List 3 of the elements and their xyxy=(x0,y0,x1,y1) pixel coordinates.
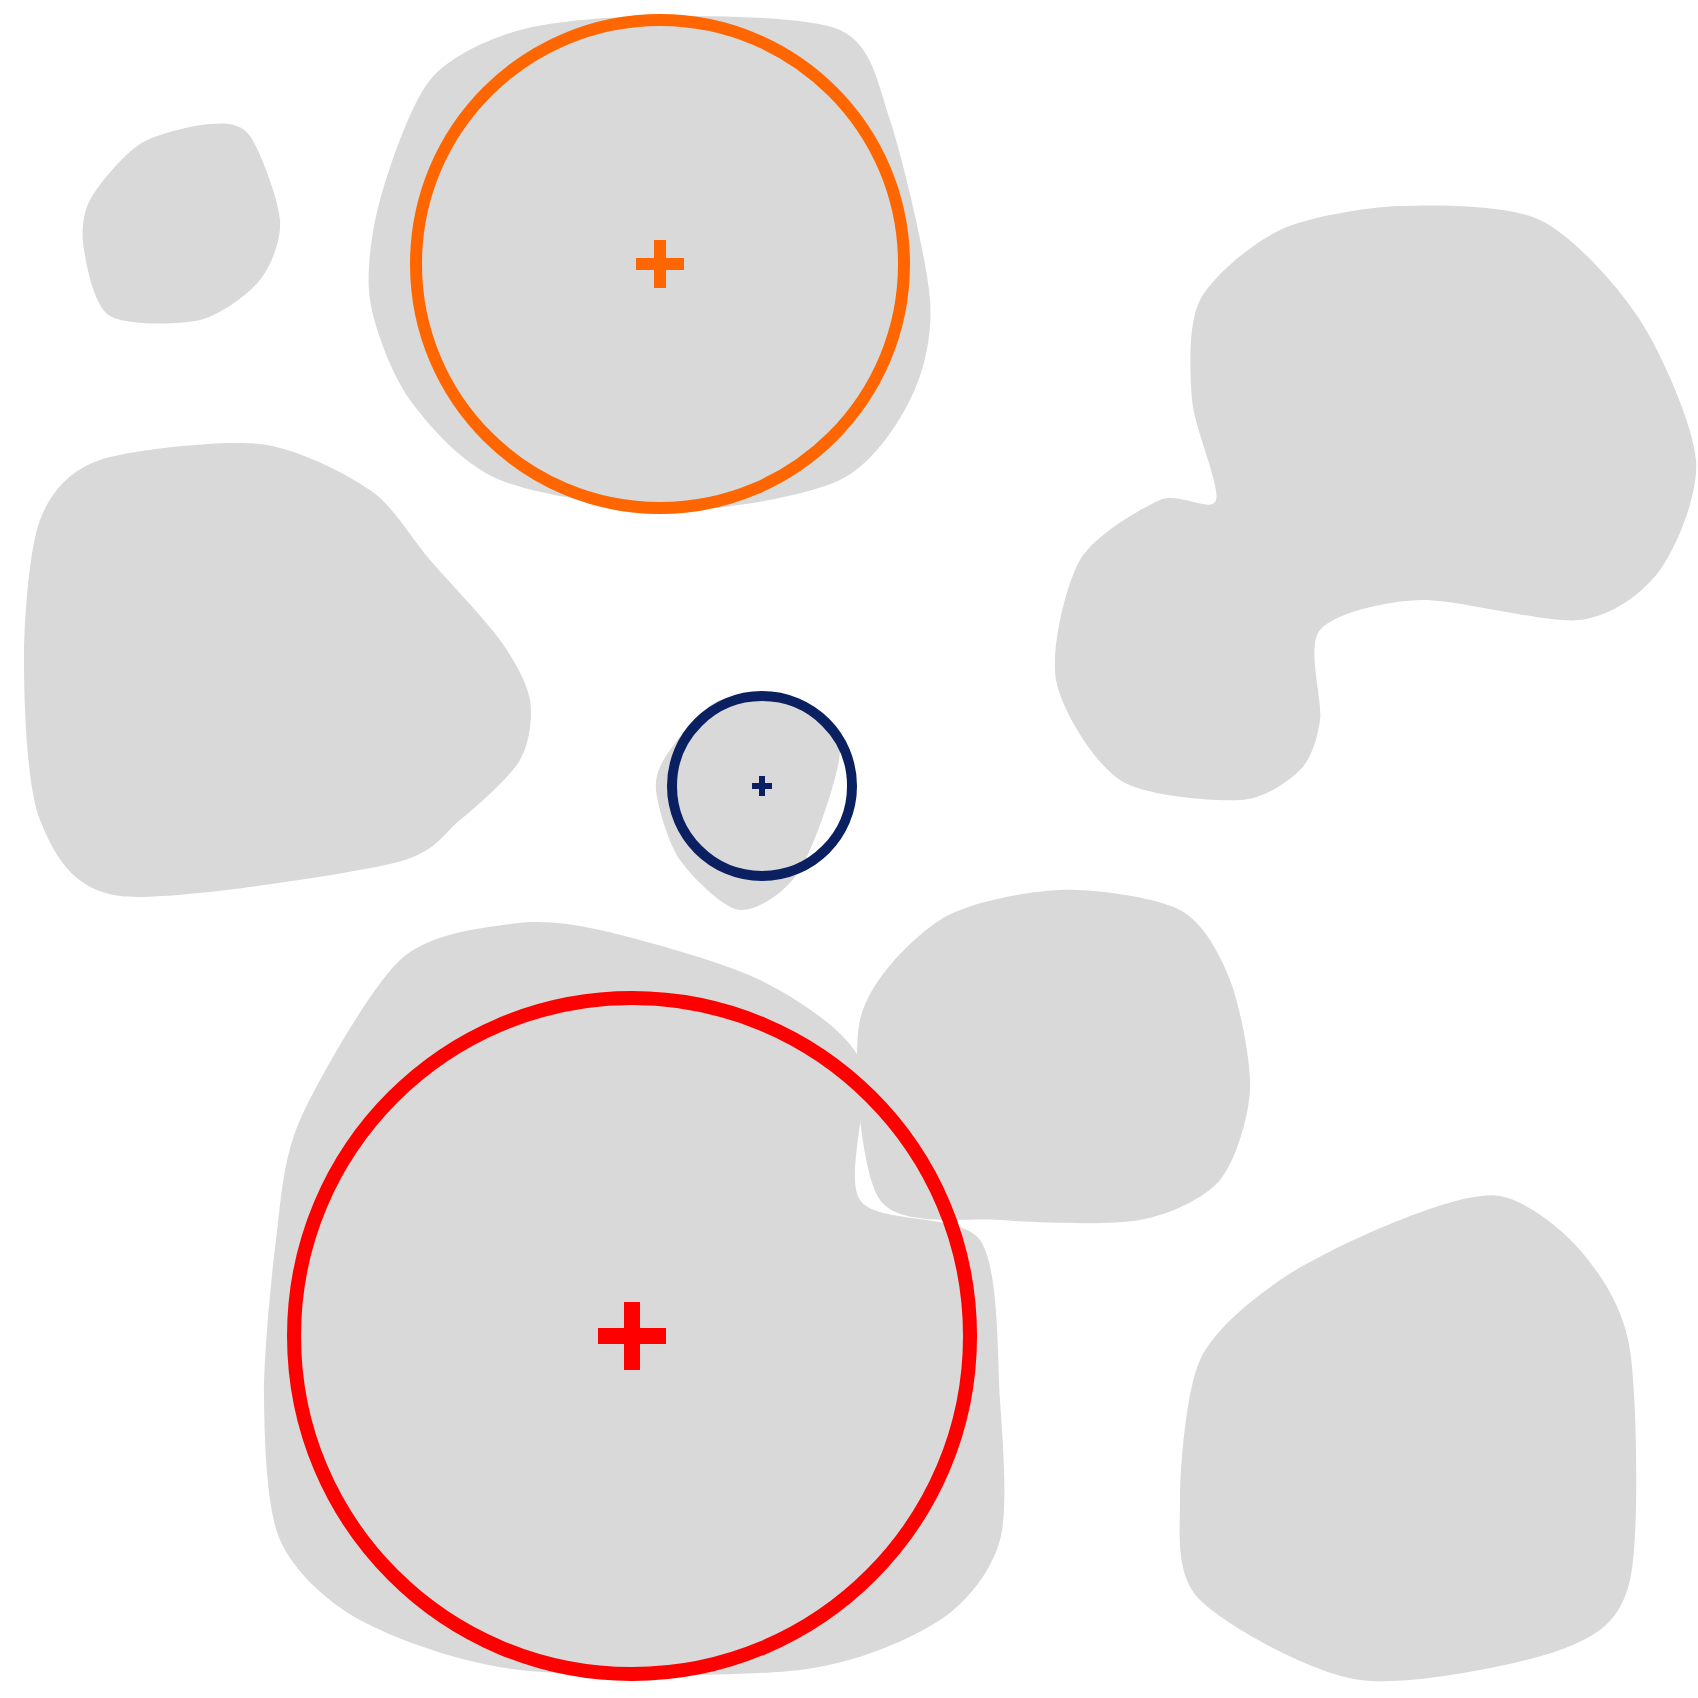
target-circle xyxy=(410,14,910,514)
target-circle xyxy=(667,691,857,881)
target-circle xyxy=(287,991,977,1681)
